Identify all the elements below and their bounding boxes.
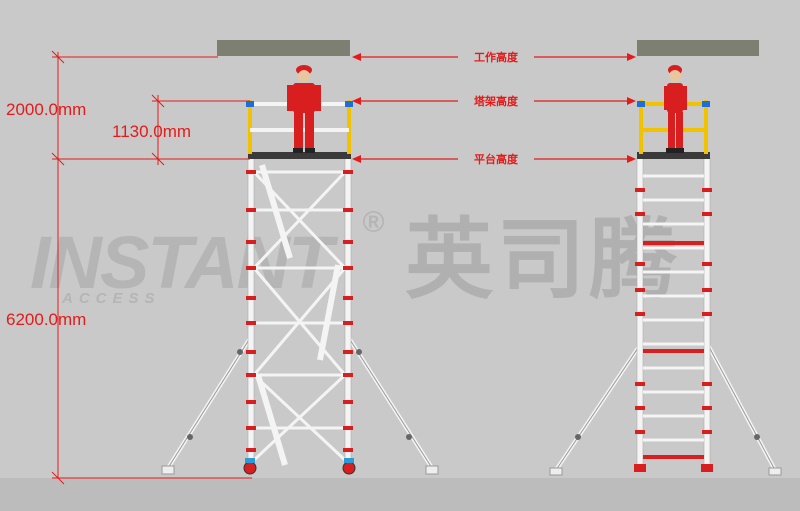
watermark-brand: INSTANT <box>30 221 339 304</box>
caption-working-height: 工作高度 <box>474 50 519 64</box>
watermark-registered-mark: ® <box>362 206 385 239</box>
caption-arrows <box>352 53 636 163</box>
dimension-guardrail: 1130.0mm <box>112 122 191 141</box>
watermark-sub: ACCESS <box>61 290 161 307</box>
caption-scaffold-height: 塔架高度 <box>474 94 519 108</box>
caption-platform-height: 平台高度 <box>474 152 519 166</box>
worker-right <box>664 65 687 153</box>
scaffold-side-view <box>549 100 782 476</box>
ceiling-left <box>217 40 350 56</box>
dimension-upper-total: 2000.0mm <box>6 100 86 119</box>
dimension-lines <box>51 50 252 485</box>
ground <box>0 478 800 511</box>
watermark-chinese: 英司腾 <box>405 208 681 311</box>
dimension-platform: 6200.0mm <box>6 310 86 329</box>
ceiling-right <box>637 40 759 56</box>
worker-left <box>287 65 321 153</box>
watermark: INSTANT ACCESS ® 英司腾 <box>30 206 681 311</box>
scaffold-front-view <box>161 100 439 475</box>
